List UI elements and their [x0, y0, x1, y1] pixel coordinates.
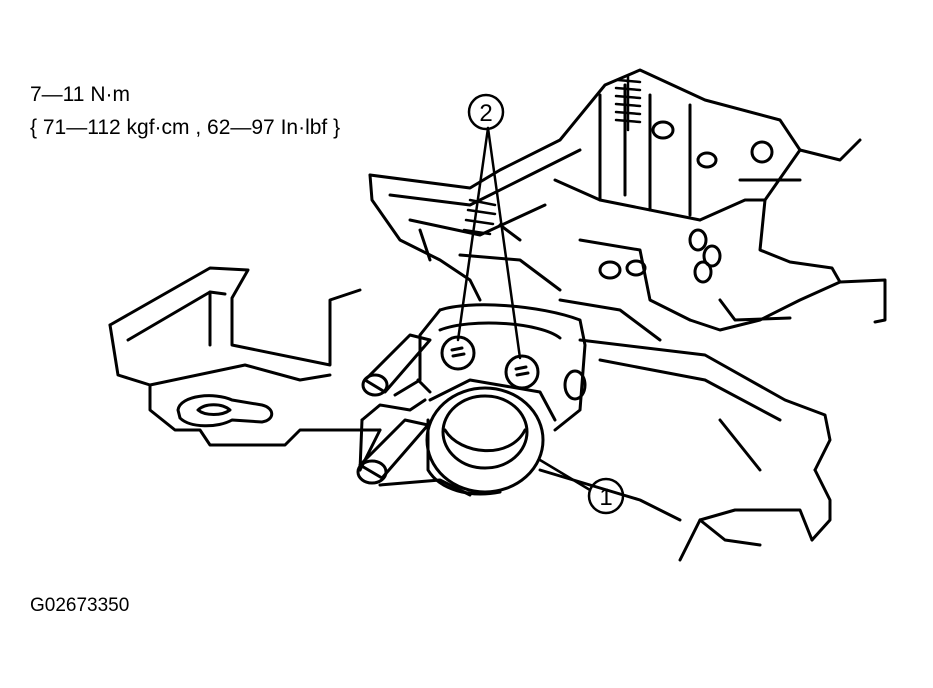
bolts [440, 335, 540, 390]
plate-slot [176, 394, 274, 428]
lever-pin [356, 333, 472, 497]
casting-holes [563, 120, 774, 401]
callout-1-leader [538, 458, 592, 492]
callout-2-leaders [456, 126, 522, 360]
torque-spec-alternate-units: { 71—112 kgf·cm , 62—97 In·lbf } [30, 116, 341, 139]
valve-springs [462, 74, 642, 236]
callout-1-label: 1 [599, 484, 612, 511]
figure-code: G02673350 [30, 595, 130, 616]
callout-2-marker: 2 [467, 93, 505, 131]
valve-body-casting [368, 68, 887, 342]
bushing-housing [393, 303, 587, 432]
callout-1-marker: 1 [587, 477, 625, 515]
callout-2-label: 2 [479, 100, 492, 127]
case-plate [108, 266, 832, 562]
torque-spec-metric: 7—11 N·m [30, 83, 130, 106]
bushing [425, 378, 557, 496]
